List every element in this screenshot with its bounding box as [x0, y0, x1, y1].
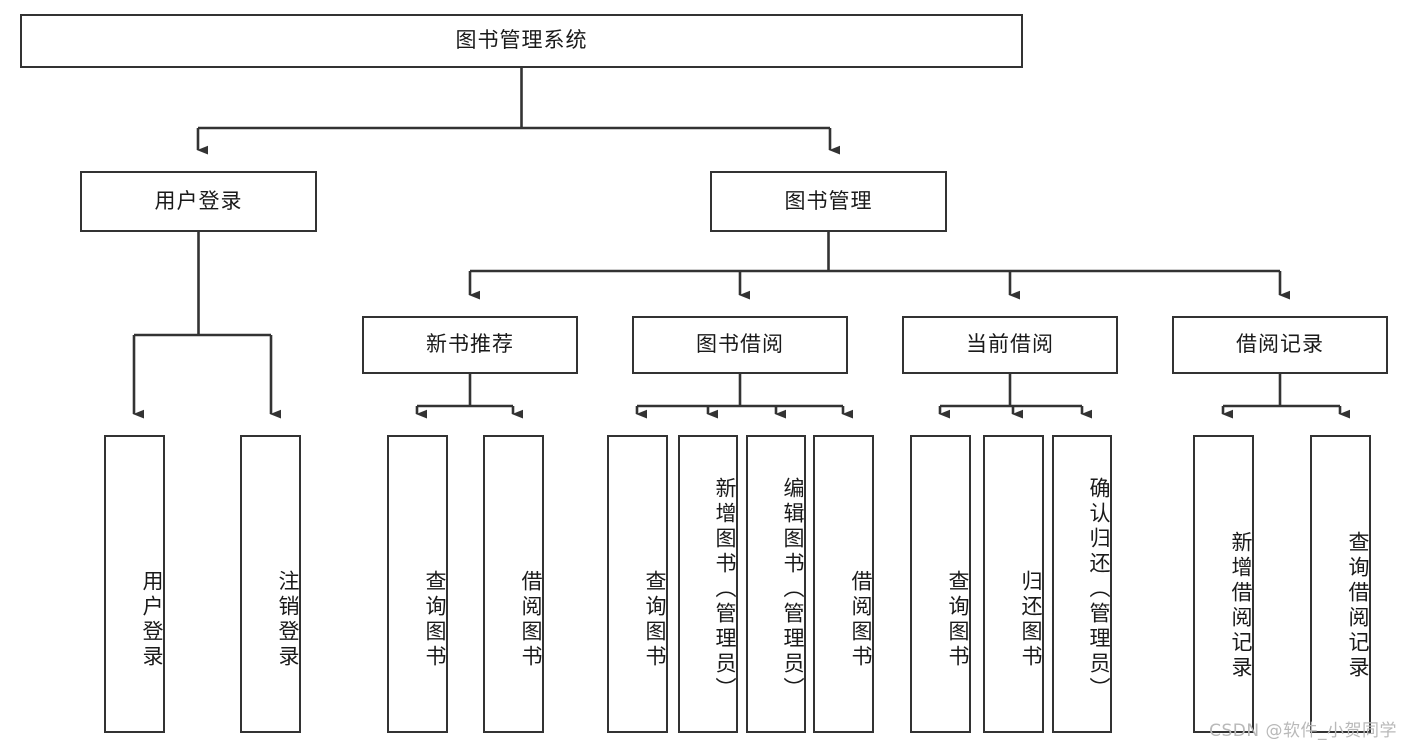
- node-leaf-user-login[interactable]: 用户登录: [104, 435, 165, 733]
- node-leaf-query-record-label: 查询借阅记录: [1346, 531, 1370, 681]
- node-user-login-label: 用户登录: [154, 188, 243, 213]
- node-leaf-query-book-1-label: 查询图书: [423, 570, 447, 670]
- node-user-login[interactable]: 用户登录: [80, 171, 317, 232]
- node-leaf-add-record-label: 新增借阅记录: [1229, 531, 1253, 681]
- csdn-watermark: CSDN @软件_小贺同学: [1209, 721, 1397, 741]
- node-leaf-user-login-label: 用户登录: [140, 570, 164, 670]
- node-leaf-borrow-book-2[interactable]: 借阅图书: [813, 435, 874, 733]
- node-new-book-recommend[interactable]: 新书推荐: [362, 316, 578, 374]
- node-current-borrow[interactable]: 当前借阅: [902, 316, 1118, 374]
- node-root[interactable]: 图书管理系统: [20, 14, 1023, 68]
- node-leaf-confirm-return-label: 确认归还（管理员）: [1087, 476, 1111, 702]
- node-new-book-recommend-label: 新书推荐: [426, 332, 514, 357]
- node-borrow-records[interactable]: 借阅记录: [1172, 316, 1388, 374]
- node-leaf-logout[interactable]: 注销登录: [240, 435, 301, 733]
- node-leaf-query-book-2[interactable]: 查询图书: [607, 435, 668, 733]
- node-leaf-confirm-return[interactable]: 确认归还（管理员）: [1052, 435, 1112, 733]
- node-leaf-add-record[interactable]: 新增借阅记录: [1193, 435, 1254, 733]
- node-leaf-query-book-2-label: 查询图书: [643, 570, 667, 670]
- node-leaf-add-book[interactable]: 新增图书（管理员）: [678, 435, 738, 733]
- node-leaf-logout-label: 注销登录: [276, 570, 300, 670]
- node-leaf-add-book-label: 新增图书（管理员）: [713, 476, 737, 702]
- node-leaf-return-book[interactable]: 归还图书: [983, 435, 1044, 733]
- node-book-borrow[interactable]: 图书借阅: [632, 316, 848, 374]
- node-leaf-return-book-label: 归还图书: [1019, 570, 1043, 670]
- node-leaf-query-book-3[interactable]: 查询图书: [910, 435, 971, 733]
- node-current-borrow-label: 当前借阅: [966, 332, 1054, 357]
- node-leaf-query-record[interactable]: 查询借阅记录: [1310, 435, 1371, 733]
- node-book-manage-label: 图书管理: [784, 188, 873, 213]
- node-leaf-query-book-3-label: 查询图书: [946, 570, 970, 670]
- node-borrow-records-label: 借阅记录: [1236, 332, 1324, 357]
- node-leaf-borrow-book-2-label: 借阅图书: [849, 570, 873, 670]
- node-leaf-borrow-book-1-label: 借阅图书: [519, 570, 543, 670]
- node-leaf-edit-book-label: 编辑图书（管理员）: [781, 476, 805, 702]
- node-leaf-query-book-1[interactable]: 查询图书: [387, 435, 448, 733]
- node-leaf-borrow-book-1[interactable]: 借阅图书: [483, 435, 544, 733]
- node-book-manage[interactable]: 图书管理: [710, 171, 947, 232]
- node-root-label: 图书管理系统: [455, 28, 588, 53]
- node-book-borrow-label: 图书借阅: [696, 332, 784, 357]
- node-leaf-edit-book[interactable]: 编辑图书（管理员）: [746, 435, 806, 733]
